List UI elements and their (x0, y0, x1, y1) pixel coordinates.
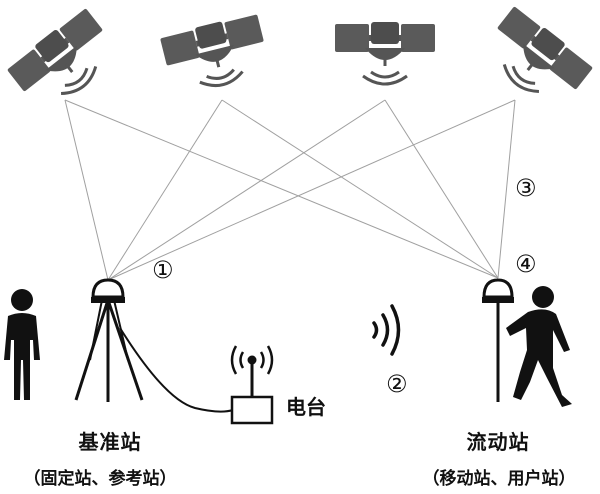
base-station-tripod (74, 299, 144, 402)
signal-line (497, 99, 516, 279)
marker-3: ③ (515, 174, 537, 202)
rover-station-title: 流动站 (466, 430, 530, 454)
satellite (475, 3, 596, 117)
satellite (333, 20, 437, 86)
signal-line (64, 99, 109, 281)
rover-antenna-dome (482, 278, 514, 303)
satellite (4, 5, 125, 119)
signal-line (221, 99, 499, 279)
base-station-subtitle: （固定站、参考站） (23, 469, 177, 489)
marker-2: ② (386, 370, 408, 398)
marker-4: ④ (515, 250, 537, 278)
signal-line (107, 99, 386, 281)
radio-cable (119, 327, 234, 413)
satellite (158, 10, 274, 99)
radio-waves-icon (372, 304, 401, 356)
radio-unit (230, 345, 274, 425)
rover-station-subtitle: （移动站、用户站） (422, 469, 576, 489)
signal-line (107, 99, 223, 281)
rover-operator-silhouette (506, 286, 572, 407)
signal-line (384, 99, 499, 279)
base-station-title: 基准站 (78, 430, 142, 454)
signal-line (107, 99, 516, 281)
marker-1: ① (152, 256, 174, 284)
signal-lines (64, 99, 516, 281)
base-operator-silhouette (4, 289, 40, 400)
radio-label: 电台 (286, 395, 326, 419)
signal-line (64, 99, 499, 279)
base-antenna-dome (91, 278, 125, 303)
